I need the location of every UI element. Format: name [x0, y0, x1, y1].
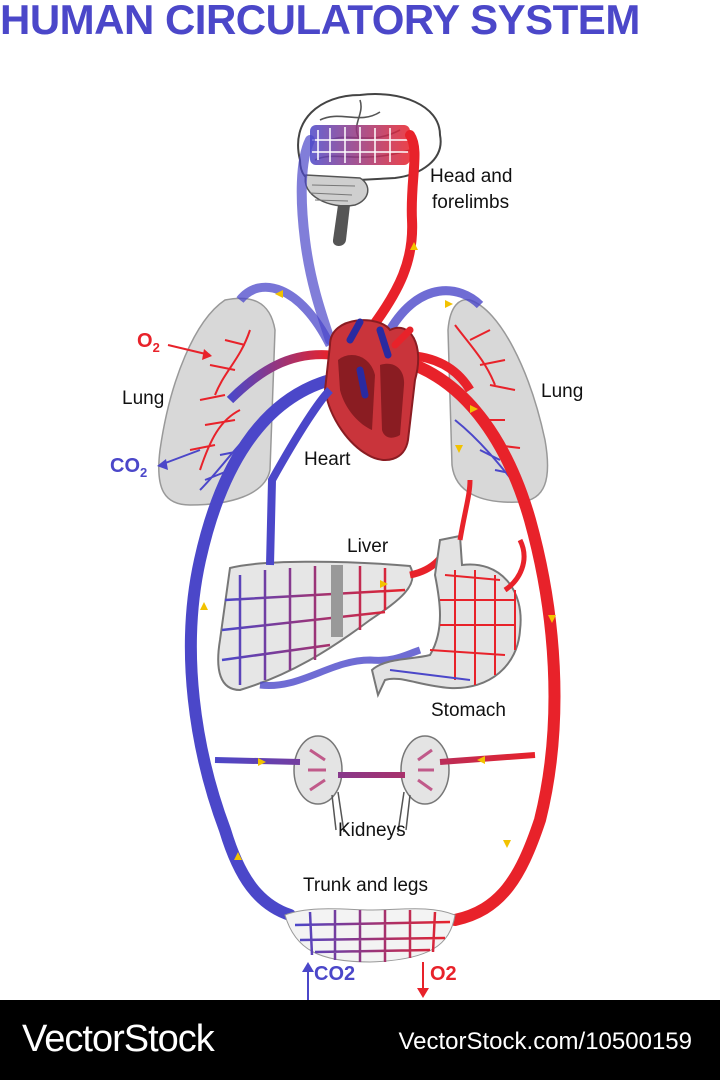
image-reference: VectorStock.com/10500159 [398, 1028, 692, 1055]
footer-bar: VectorStock VectorStock.com/10500159 [0, 1000, 720, 1080]
pulmonary-artery-right [386, 286, 484, 333]
head-vein [296, 135, 335, 345]
aorta-descending [394, 354, 561, 926]
vena-cava [184, 374, 336, 921]
flow-markers [200, 242, 556, 860]
pulmonary-artery-left [236, 282, 335, 348]
gastric-artery [457, 479, 527, 593]
label-forelimbs: forelimbs [432, 192, 510, 213]
page-title: HUMAN CIRCULATORY SYSTEM [0, 0, 640, 43]
brand-logo: VectorStock [22, 1018, 215, 1060]
kidneys [293, 735, 450, 833]
label-o2-lung: O2 [137, 330, 160, 355]
pulmonary-vein-left [226, 350, 331, 404]
label-trunk: Trunk and legs [303, 875, 428, 896]
label-o2-legs: O2 [430, 963, 457, 985]
label-kidneys: Kidneys [338, 820, 406, 841]
label-lung-left: Lung [122, 388, 165, 409]
label-heart: Heart [304, 449, 351, 470]
circulatory-diagram [157, 93, 561, 1000]
heart [323, 318, 420, 461]
trunk-capillaries [284, 908, 456, 963]
label-liver: Liver [347, 536, 389, 557]
head-artery [365, 130, 420, 335]
label-co2-lung: CO2 [110, 455, 148, 480]
brain [297, 93, 442, 246]
stomach [370, 534, 522, 699]
label-co2-legs: CO2 [314, 963, 356, 985]
label-stomach: Stomach [431, 700, 506, 721]
label-lung-right: Lung [541, 381, 584, 402]
hepatic-vein [266, 387, 333, 566]
label-head: Head and [430, 166, 513, 187]
left-lung [158, 297, 276, 506]
liver [217, 560, 414, 692]
renal-vessels [214, 752, 536, 778]
portal-vein [259, 646, 422, 690]
